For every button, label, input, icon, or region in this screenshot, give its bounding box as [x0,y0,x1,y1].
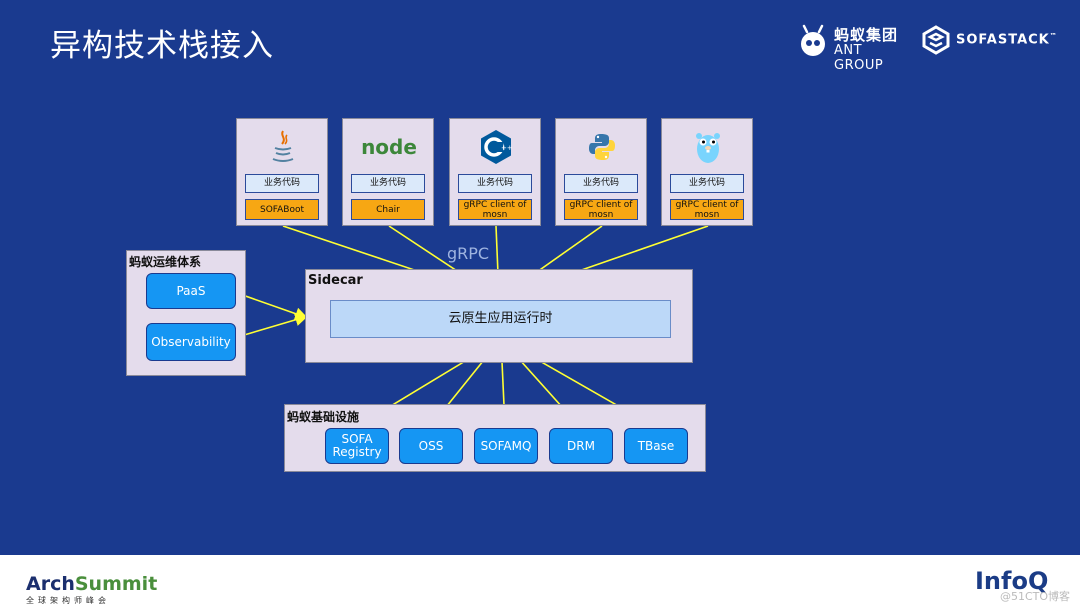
business-code-label: 业务代码 [245,174,319,193]
stack-card-nodejs: node 业务代码 Chair [342,118,434,226]
business-code-label: 业务代码 [458,174,532,193]
grpc-label: gRPC [447,244,490,263]
archsummit-logo: ArchSummit [26,573,158,595]
business-code-label: 业务代码 [351,174,425,193]
framework-label: gRPC client of mosn [458,199,532,220]
infrastructure-label: 蚂蚁基础设施 [287,410,360,424]
oss-box: OSS [399,428,463,464]
ops-system-label: 蚂蚁运维体系 [129,255,202,269]
ant-group-cn: 蚂蚁集团 [834,26,899,44]
sofastack-logo: SOFASTACK™ [922,25,1057,57]
slide: 异构技术栈接入 蚂蚁集团 ANT GROUP SOFASTACK™ [0,0,1080,555]
sofastack-text: SOFASTACK™ [956,32,1058,48]
business-code-label: 业务代码 [670,174,744,193]
sofamq-box: SOFAMQ [474,428,538,464]
business-code-label: 业务代码 [564,174,638,193]
stack-card-python: 业务代码 gRPC client of mosn [555,118,647,226]
sidecar-panel: Sidecar 云原生应用运行时 [305,269,693,363]
framework-label: gRPC client of mosn [564,199,638,220]
ant-group-en: ANT GROUP [834,43,884,73]
cloud-native-runtime-box: 云原生应用运行时 [330,300,671,338]
nodejs-icon: node [361,135,417,159]
svg-text:++: ++ [501,144,513,152]
infoq-logo: InfoQ [975,567,1049,595]
page-title: 异构技术栈接入 [50,28,274,64]
sidecar-label: Sidecar [308,273,363,288]
go-gopher-icon [662,125,754,169]
ant-group-logo: 蚂蚁集团 ANT GROUP [798,22,914,73]
cpp-icon: ++ [450,125,542,169]
ant-icon [801,24,825,56]
tbase-box: TBase [624,428,688,464]
ops-system-panel: 蚂蚁运维体系 PaaS Observability [126,250,246,376]
sofastack-icon [922,25,950,55]
watermark: @51CTO博客 [1000,590,1071,603]
footer: ArchSummit 全球架构师峰会 InfoQ [0,555,1080,608]
drm-box: DRM [549,428,613,464]
java-icon [237,125,329,169]
sofa-registry-box: SOFA Registry [325,428,389,464]
paas-box: PaaS [146,273,236,309]
infrastructure-panel: 蚂蚁基础设施 SOFA Registry OSS SOFAMQ DRM TBas… [284,404,706,472]
stack-card-cpp: ++ 业务代码 gRPC client of mosn [449,118,541,226]
framework-label: SOFABoot [245,199,319,220]
stack-card-java: 业务代码 SOFABoot [236,118,328,226]
archsummit-subtitle: 全球架构师峰会 [26,596,110,605]
python-icon [556,125,648,169]
framework-label: gRPC client of mosn [670,199,744,220]
stack-card-go: 业务代码 gRPC client of mosn [661,118,753,226]
framework-label: Chair [351,199,425,220]
observability-box: Observability [146,323,236,361]
